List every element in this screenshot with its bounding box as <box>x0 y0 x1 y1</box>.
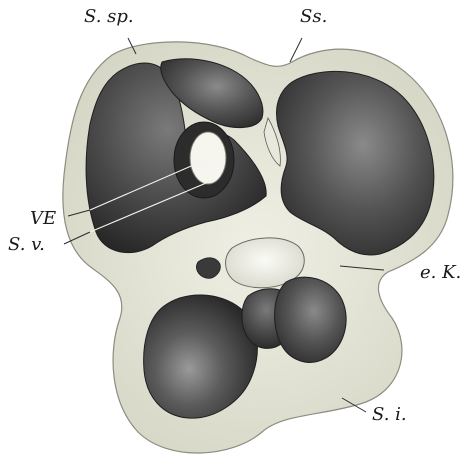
left-pocket <box>196 258 220 279</box>
vesicle-lumen <box>190 132 226 184</box>
label-s-sp: S. sp. <box>84 6 134 27</box>
label-s-i: S. i. <box>372 404 407 425</box>
label-ve: VE <box>30 208 56 229</box>
label-s-v: S. v. <box>8 234 45 255</box>
label-ss: Ss. <box>300 6 327 27</box>
lower-right-lobe <box>275 277 347 362</box>
label-e-k: e. K. <box>420 262 461 283</box>
